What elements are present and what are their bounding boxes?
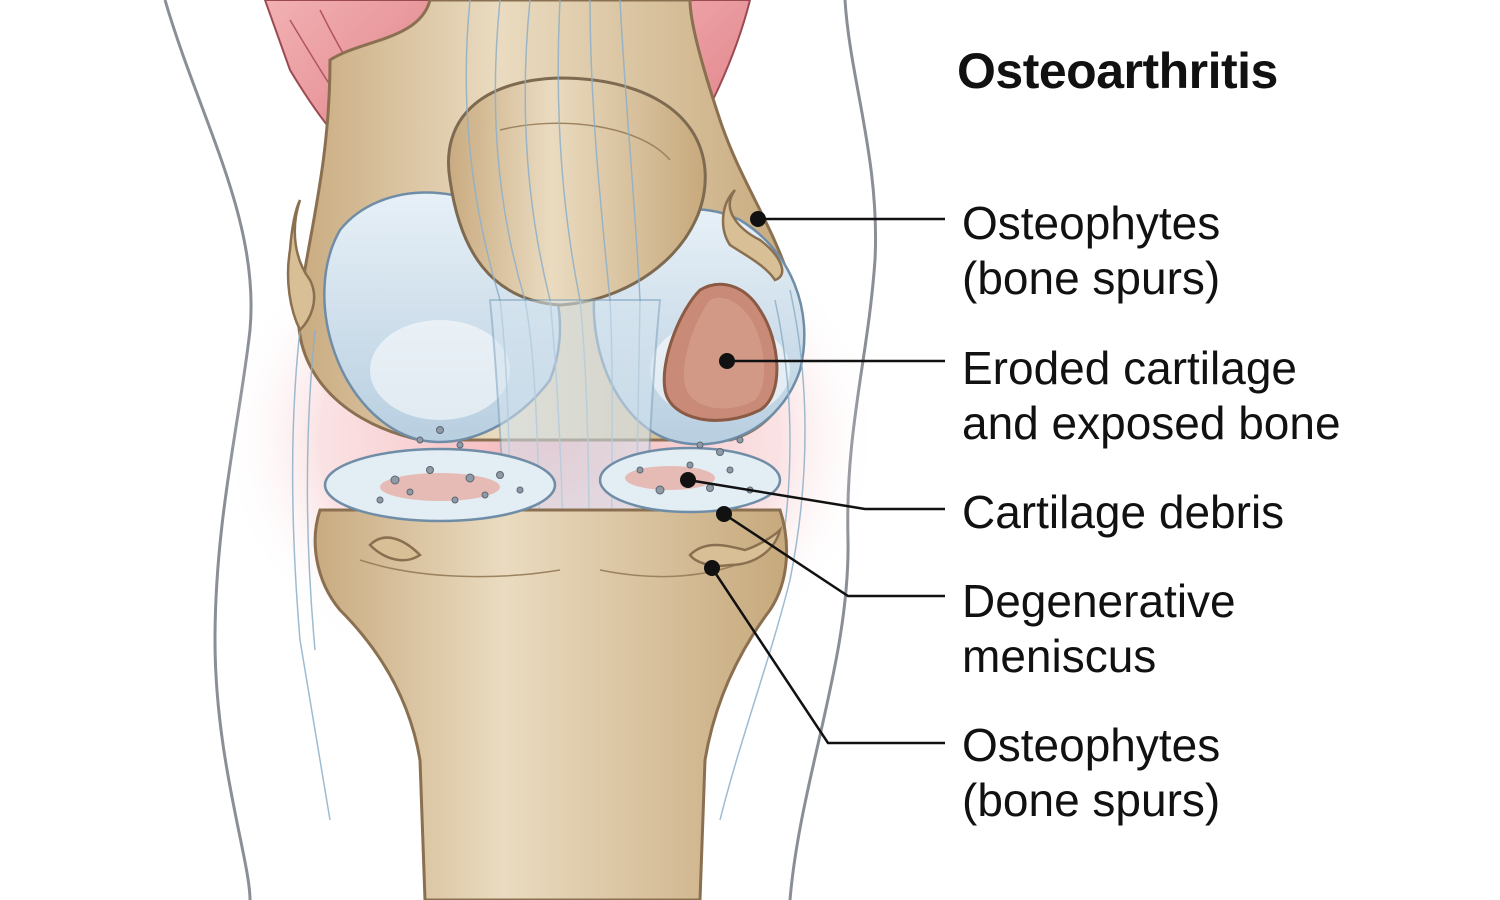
label-cartilage-debris: Cartilage debris bbox=[962, 485, 1284, 540]
leader-line-osteophytes-lower bbox=[710, 567, 945, 745]
label-osteophytes-upper: Osteophytes (bone spurs) bbox=[962, 196, 1220, 306]
cartilage-debris bbox=[376, 426, 754, 504]
patella bbox=[447, 76, 707, 307]
label-meniscus-line1: Degenerative bbox=[962, 575, 1236, 627]
anchor-dots bbox=[680, 211, 766, 576]
leader-lines bbox=[687, 217, 945, 745]
label-osteophytes-lower: Osteophytes (bone spurs) bbox=[962, 718, 1220, 828]
label-osteophytes-upper-line2: (bone spurs) bbox=[962, 252, 1221, 304]
label-eroded-line1: Eroded cartilage bbox=[962, 342, 1297, 394]
label-debris-line1: Cartilage debris bbox=[962, 486, 1285, 538]
label-osteophytes-lower-line1: Osteophytes bbox=[962, 719, 1221, 771]
leader-line-debris bbox=[687, 478, 945, 511]
exposed-bone-patch bbox=[662, 282, 779, 422]
label-eroded-line2: and exposed bone bbox=[962, 397, 1341, 449]
leader-line-meniscus bbox=[723, 512, 945, 598]
osteophytes bbox=[286, 189, 784, 567]
tibia-bone bbox=[313, 508, 788, 900]
label-eroded-cartilage: Eroded cartilage and exposed bone bbox=[962, 341, 1341, 451]
meniscus bbox=[323, 446, 782, 523]
diagram-title: Osteoarthritis bbox=[957, 43, 1278, 99]
label-meniscus-line2: meniscus bbox=[962, 630, 1157, 682]
label-osteophytes-lower-line2: (bone spurs) bbox=[962, 774, 1221, 826]
label-osteophytes-upper-line1: Osteophytes bbox=[962, 197, 1221, 249]
label-degenerative-meniscus: Degenerative meniscus bbox=[962, 574, 1236, 684]
